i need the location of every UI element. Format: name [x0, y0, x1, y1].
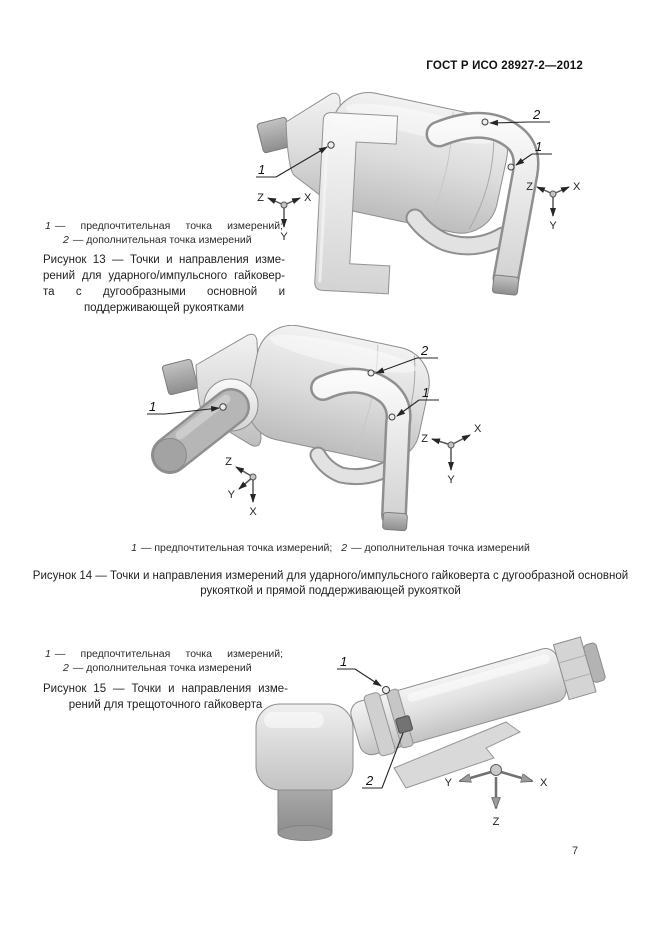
axis-label-y: Y: [549, 220, 557, 232]
figure-13-legend: 1— предпочтительная точка измерений; 2— …: [45, 219, 283, 247]
measurement-point-1-rear: [388, 413, 396, 421]
axis-label-y: Y: [447, 474, 455, 486]
callout-label: 2: [532, 107, 541, 122]
legend-num: 1: [45, 648, 51, 660]
measurement-point-1: [382, 686, 390, 694]
callout-label: 1: [149, 399, 156, 414]
straight-side-handle: [151, 388, 250, 474]
axis-label-x: X: [474, 423, 482, 435]
axis-triad-left: Z X Y: [257, 192, 312, 243]
page-number: 7: [572, 845, 579, 857]
axis-triad-left: Z Y X: [225, 456, 257, 518]
impact-wrench-two-arc-handles: [256, 92, 540, 296]
legend-item-preferred: 1— предпочтительная точка измерений;: [45, 219, 283, 233]
figure-15-legend: 1— предпочтительная точка измерений; 2— …: [45, 647, 283, 675]
callout-1-main-handle: 1: [396, 385, 439, 417]
doc-code-header: ГОСТ Р ИСО 28927-2—2012: [426, 60, 583, 72]
caption-line: Рисунок 13 — Точки и направления изме-: [43, 254, 285, 266]
caption-line: Рисунок 14 — Точки и направления измерен…: [32, 570, 629, 582]
callout-label: 1: [535, 139, 542, 154]
legend-item-additional: 2— дополнительная точка измерений: [63, 233, 283, 247]
impact-wrench-straight-support-handle: [151, 325, 430, 532]
throttle-lever: [393, 721, 521, 789]
axis-label-y: Y: [228, 489, 236, 501]
callout-label: 1: [258, 162, 265, 177]
callout-label: 2: [420, 343, 429, 358]
legend-num: 2: [341, 542, 348, 554]
caption-line: рений для ударного/импульсного гайковер-: [43, 270, 285, 282]
axis-label-y: Y: [445, 777, 453, 789]
ratchet-wrench: [255, 636, 606, 841]
legend-text: — дополнительная точка измерений: [351, 542, 530, 554]
caption-line: рукояткой и прямой поддерживающей рукоят…: [200, 585, 461, 597]
measurement-point-2: [367, 369, 375, 377]
measurement-point-2-button: [395, 715, 413, 734]
legend-text: — предпочтительная точка измерений;: [54, 220, 283, 232]
callout-1-front-handle: 1: [256, 146, 328, 178]
axis-label-z: Z: [421, 433, 428, 445]
callout-label: 1: [422, 385, 429, 400]
figure-14-caption: Рисунок 14 — Точки и направления измерен…: [0, 569, 661, 599]
measurement-point-1-hub: [219, 403, 227, 411]
axis-label-z: Z: [225, 456, 232, 468]
figure-15-caption: Рисунок 15 — Точки и направления изме- р…: [43, 681, 288, 713]
axis-label-z: Z: [257, 192, 264, 204]
measurement-point-1-front: [327, 141, 335, 149]
callout-2-top: 2: [489, 107, 550, 126]
legend-text: — дополнительная точка измерений: [72, 234, 252, 246]
callout-2-lever: 2: [362, 732, 404, 789]
main-arc-handle: [425, 111, 540, 296]
legend-item-additional: 2— дополнительная точка измерений: [63, 661, 283, 675]
figure-14-illustration: 1 2 1 Z Y X Z X: [147, 325, 482, 532]
caption-line: Рисунок 15 — Точки и направления изме-: [43, 683, 288, 695]
axis-label-z: Z: [526, 181, 533, 193]
callout-label: 1: [340, 654, 347, 669]
legend-text: — дополнительная точка измерений: [72, 662, 252, 674]
axis-label-y: Y: [280, 231, 288, 243]
figure-13-caption: Рисунок 13 — Точки и направления изме- р…: [43, 252, 285, 316]
measurement-point-1-rear: [507, 163, 515, 171]
legend-item-preferred: 1— предпочтительная точка измерений;: [45, 647, 283, 661]
callout-1-main-handle: 1: [515, 139, 552, 166]
callout-1-side-handle: 1: [147, 399, 220, 415]
axis-label-x: X: [573, 181, 581, 193]
callout-1-housing: 1: [337, 654, 382, 687]
figure-14-legend: 1— предпочтительная точка измерений; 2— д…: [0, 542, 661, 554]
axis-label-x: X: [249, 506, 257, 518]
legend-num: 1: [45, 220, 51, 232]
caption-line: та с дугообразными основной и: [43, 286, 285, 298]
callout-label: 2: [365, 773, 374, 788]
legend-num: 2: [63, 234, 69, 246]
legend-text: — предпочтительная точка измерений;: [54, 648, 283, 660]
measurement-point-2: [481, 118, 489, 126]
caption-line: поддерживающей рукоятками: [83, 302, 245, 314]
axis-label-x: X: [304, 192, 312, 204]
legend-text: — предпочтительная точка измерений;: [140, 542, 333, 554]
axis-label-z: Z: [493, 816, 500, 828]
figure-15-illustration: 1 2 Y X Z: [255, 636, 606, 841]
callout-2-top: 2: [375, 343, 438, 374]
axis-triad: Y X Z: [445, 764, 548, 828]
axis-triad-right: Z X Y: [421, 423, 482, 486]
caption-line: рений для трещоточного гайковерта: [68, 699, 263, 711]
axis-label-x: X: [540, 777, 548, 789]
figure-13-illustration: 1 2 1 Z X Y Z X: [256, 92, 581, 296]
legend-num: 1: [131, 542, 137, 554]
legend-num: 2: [63, 662, 69, 674]
axis-triad-right: Z X Y: [526, 181, 581, 232]
